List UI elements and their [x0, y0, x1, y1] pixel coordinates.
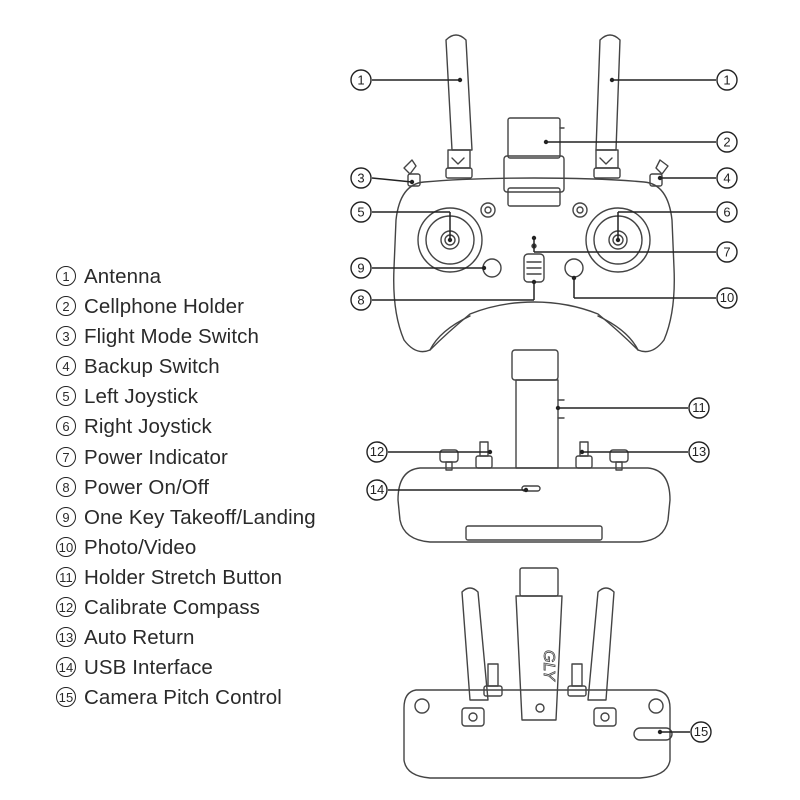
svg-text:14: 14 [370, 482, 384, 497]
legend-number: 2 [56, 296, 76, 317]
callout-15: 15 [690, 721, 712, 743]
legend-label: Camera Pitch Control [84, 686, 282, 710]
callout-2: 2 [716, 131, 738, 153]
legend-item-power-on-off: 8 Power On/Off [56, 473, 316, 503]
legend-label: Flight Mode Switch [84, 325, 259, 349]
legend-number: 7 [56, 446, 76, 467]
front-body-outline [393, 177, 675, 353]
photo-video-button [564, 258, 584, 278]
legend-label: One Key Takeoff/Landing [84, 505, 316, 529]
camera-pitch-wheel [633, 727, 673, 741]
legend-label: Holder Stretch Button [84, 565, 283, 589]
legend-item-right-joystick: 6 Right Joystick [56, 412, 316, 442]
legend-label: Power On/Off [84, 475, 210, 499]
legend-number: 8 [56, 476, 76, 497]
legend-number: 4 [56, 356, 76, 377]
legend-item-usb-interface: 14 USB Interface [56, 653, 316, 683]
callout-14: 14 [366, 479, 388, 501]
callout-3: 3 [350, 167, 372, 189]
legend-item-auto-return: 13 Auto Return [56, 623, 316, 653]
callout-1-left: 1 [350, 69, 372, 91]
legend-label: USB Interface [84, 656, 213, 680]
svg-text:11: 11 [692, 400, 706, 415]
svg-text:6: 6 [723, 205, 730, 220]
legend-item-cellphone-holder: 2 Cellphone Holder [56, 292, 316, 322]
legend-label: Antenna [84, 265, 162, 288]
legend-item-camera-pitch-control: 15 Camera Pitch Control [56, 683, 316, 713]
callout-10: 10 [716, 287, 738, 309]
legend-number: 1 [56, 266, 76, 286]
svg-text:3: 3 [357, 171, 364, 186]
legend-number: 10 [56, 536, 76, 557]
svg-text:1: 1 [357, 73, 364, 88]
legend-label: Auto Return [84, 626, 195, 650]
callout-12: 12 [366, 441, 388, 463]
legend-item-calibrate-compass: 12 Calibrate Compass [56, 593, 316, 623]
legend-label: Left Joystick [84, 385, 199, 409]
controller-front-view [393, 34, 675, 353]
legend-item-one-key-takeoff-landing: 9 One Key Takeoff/Landing [56, 503, 316, 533]
brand-logo: GLY [540, 650, 557, 682]
legend-label: Photo/Video [84, 535, 197, 559]
svg-text:2: 2 [723, 135, 730, 150]
callout-5: 5 [350, 201, 372, 223]
legend-number: 3 [56, 326, 76, 347]
callout-7: 7 [716, 241, 738, 263]
svg-text:8: 8 [357, 293, 364, 308]
legend-label: Right Joystick [84, 415, 212, 439]
usb-port [521, 485, 541, 492]
legend-label: Power Indicator [84, 445, 228, 469]
right-antenna [593, 34, 621, 179]
callout-4: 4 [716, 167, 738, 189]
cellphone-holder [503, 117, 565, 207]
svg-text:15: 15 [694, 724, 708, 739]
svg-text:10: 10 [720, 290, 734, 305]
legend-label: Cellphone Holder [84, 295, 245, 319]
controller-top-view [397, 349, 671, 543]
callout-6: 6 [716, 201, 738, 223]
legend-label: Backup Switch [84, 355, 220, 379]
legend-item-antenna: 1 Antenna [56, 262, 316, 292]
legend-number: 13 [56, 627, 76, 648]
legend-item-photo-video: 10 Photo/Video [56, 533, 316, 563]
legend-label: Calibrate Compass [84, 596, 261, 620]
svg-text:5: 5 [357, 205, 364, 220]
legend-number: 14 [56, 657, 76, 678]
callout-13: 13 [688, 441, 710, 463]
svg-text:13: 13 [692, 444, 706, 459]
svg-text:1: 1 [723, 73, 730, 88]
legend-item-flight-mode-switch: 3 Flight Mode Switch [56, 322, 316, 352]
legend-number: 9 [56, 506, 76, 527]
callout-11: 11 [688, 397, 710, 419]
back-body-outline [403, 689, 671, 779]
callout-1-right: 1 [716, 69, 738, 91]
legend-number: 11 [56, 566, 76, 587]
svg-text:12: 12 [370, 444, 384, 459]
backup-switch [649, 159, 669, 187]
legend-number: 12 [56, 597, 76, 618]
parts-legend: 1 Antenna 2 Cellphone Holder 3 Flight Mode … [56, 262, 316, 713]
svg-text:4: 4 [723, 171, 730, 186]
svg-text:7: 7 [723, 245, 730, 260]
callout-8: 8 [350, 289, 372, 311]
callout-9: 9 [350, 257, 372, 279]
svg-text:9: 9 [357, 261, 364, 276]
legend-number: 15 [56, 687, 76, 708]
legend-number: 5 [56, 386, 76, 407]
top-body-outline [397, 467, 671, 543]
controller-back-view [403, 567, 673, 779]
legend-number: 6 [56, 416, 76, 437]
legend-item-holder-stretch-button: 11 Holder Stretch Button [56, 563, 316, 593]
legend-item-left-joystick: 5 Left Joystick [56, 382, 316, 412]
flight-mode-switch [403, 159, 421, 187]
left-antenna [445, 34, 473, 179]
legend-item-backup-switch: 4 Backup Switch [56, 352, 316, 382]
legend-item-power-indicator: 7 Power Indicator [56, 443, 316, 473]
